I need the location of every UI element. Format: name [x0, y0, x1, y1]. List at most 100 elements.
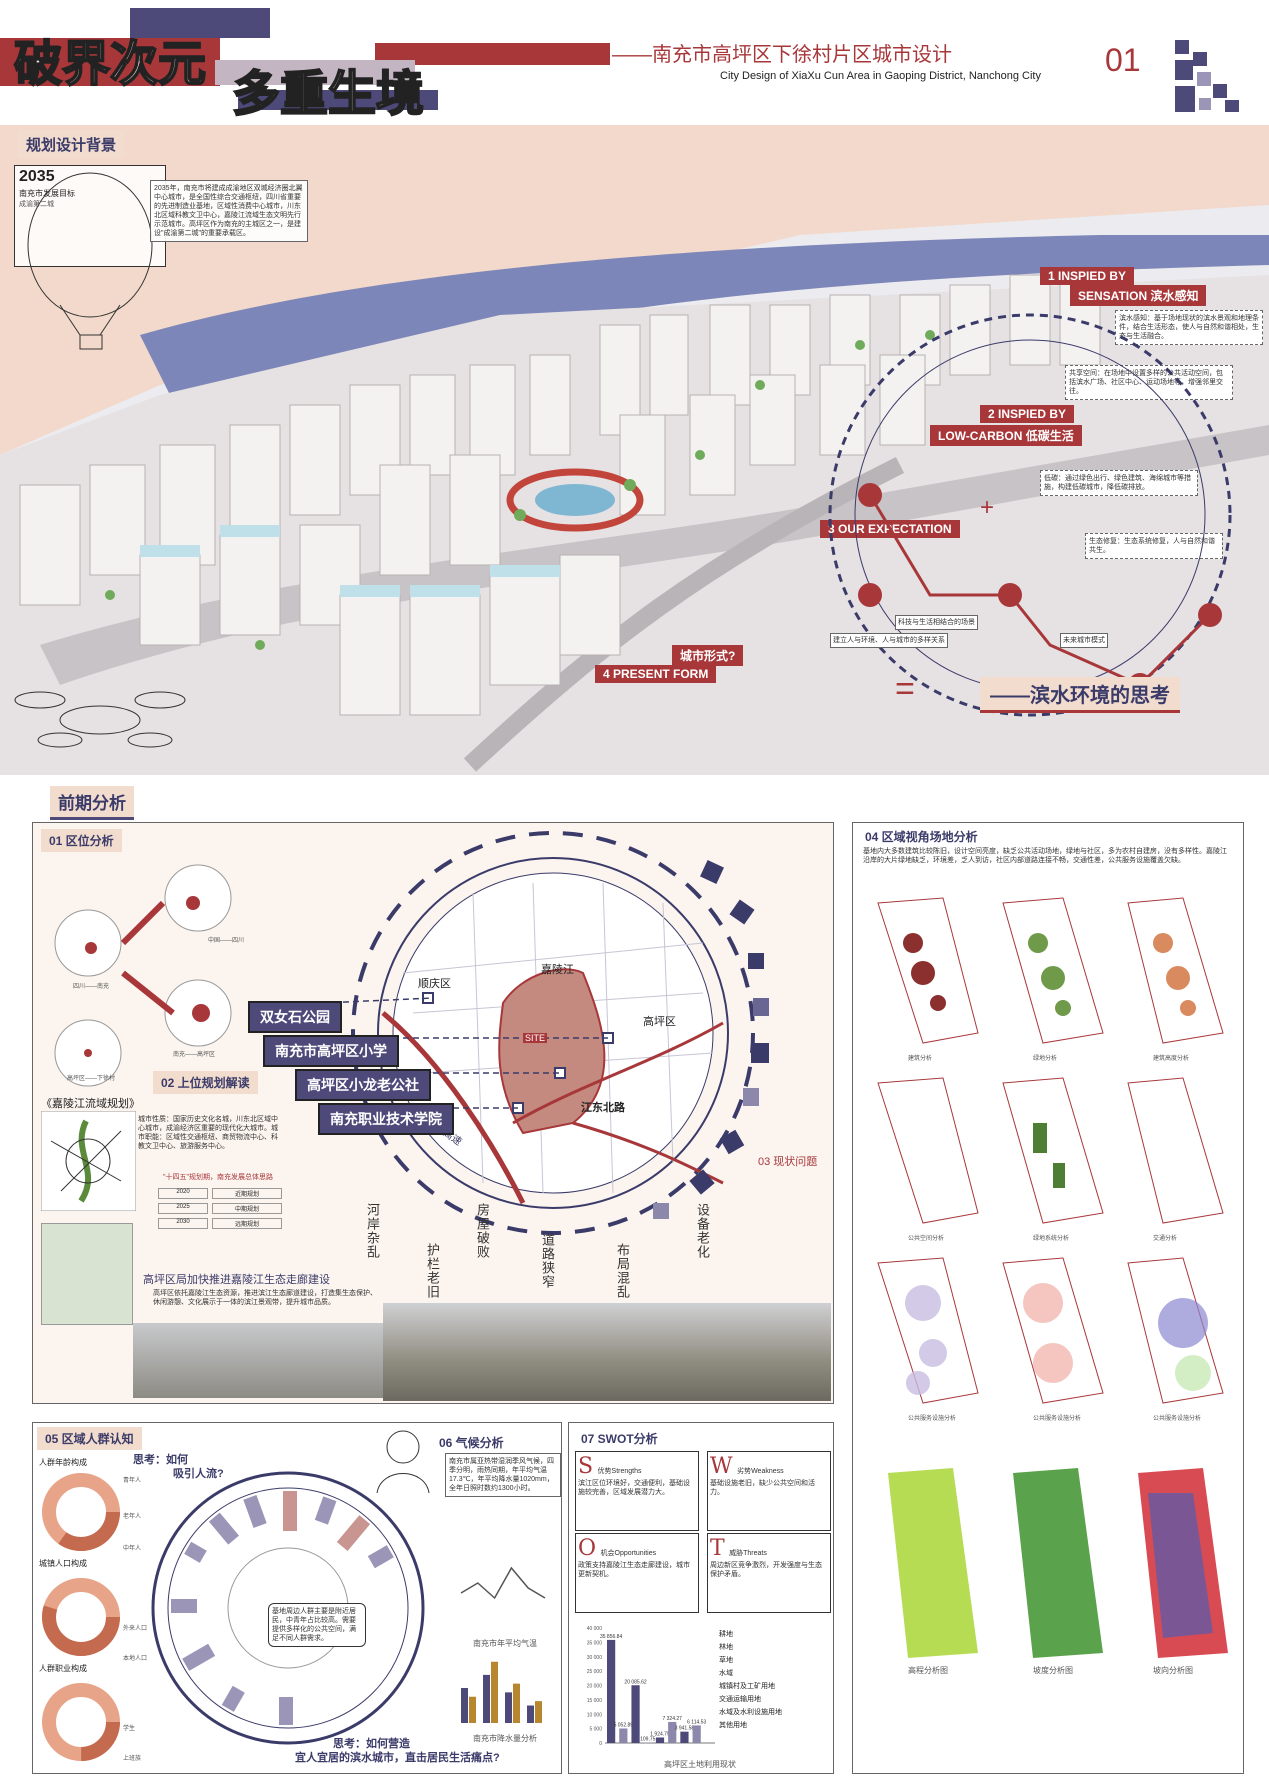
photo-strip-right: [383, 1303, 831, 1401]
rain-bar: [513, 1683, 520, 1723]
subtitle-cn: ——南充市高坪区下徐村片区城市设计: [612, 44, 952, 66]
plan-label: 02 上位规划解读: [153, 1071, 258, 1094]
plan-text: 城市性质：国家历史文化名城，川东北区域中心城市，成渝经济区重要的现代化大城市。城…: [138, 1116, 278, 1150]
analysis-heading: 前期分析: [50, 786, 134, 820]
map-label-gaoping: 高坪区: [643, 1016, 676, 1028]
plan-year-1: 2020: [158, 1188, 208, 1199]
page-number: 01: [1105, 42, 1141, 78]
swot-t-title: 威胁Threats: [729, 1550, 767, 1557]
plan-year-3: 2030: [158, 1218, 208, 1229]
issue-2: 护栏老旧: [425, 1243, 440, 1299]
crowd-tag-5: 本地人口: [123, 1656, 148, 1662]
view-cap-5: 绿地系统分析: [1033, 1236, 1070, 1242]
legend-5: 城镇村及工矿用地: [719, 1683, 775, 1690]
landuse-ytick: 30 000: [587, 1655, 603, 1661]
legend-8: 其他用地: [719, 1722, 747, 1729]
swot-w-letter: W: [710, 1454, 733, 1479]
issue-4: 道路狭窄: [540, 1233, 555, 1289]
crowd-q2b: 宜人宜居的滨水城市，直击居民生活痛点?: [295, 1752, 500, 1764]
balloon-icon: [27, 172, 153, 350]
view-text: 基地内大多数建筑比较陈旧，设计空间亮度，缺乏公共活动场地，绿地与社区，多为农村自…: [863, 848, 1227, 864]
rain-bar: [505, 1692, 512, 1723]
swot-o-text: 政策支持嘉陵江生态走廊建设，城市更新契机。: [578, 1562, 690, 1578]
landuse-bar: [607, 1639, 616, 1743]
subtitle-en: City Design of XiaXu Cun Area in Gaoping…: [720, 70, 1041, 82]
lowcarbon-text: 低碳：通过绿色出行、绿色建筑、海绵城市等措施，构建低碳城市，降低碳排放。: [1040, 470, 1198, 496]
landuse-bar: [680, 1731, 689, 1743]
landuse-ytick: 20 000: [587, 1684, 603, 1690]
climate-text: 南充市属亚热带湿润季风气候，四季分明，雨热同期，年平均气温17.3℃，年平均降水…: [445, 1453, 561, 1497]
view-cap-8: 公共服务设施分析: [1033, 1416, 1082, 1422]
landuse-bar-label: 7 324.27: [662, 1716, 682, 1722]
legend-7: 水域及水利设施用地: [719, 1709, 782, 1716]
view-cap-1: 建筑分析: [908, 1056, 933, 1062]
landuse-ytick: 35 000: [587, 1640, 603, 1646]
crowd-tag-4: 外来人口: [123, 1626, 148, 1632]
temp-line: [460, 1566, 546, 1600]
swot-o-letter: O: [578, 1536, 597, 1561]
crowd-label: 05 区域人群认知: [37, 1427, 142, 1450]
map-label-shunqing: 顺庆区: [418, 978, 451, 990]
swot-s-text: 滨江区位环境好，交通便利，基础设施较完善，区域发展潜力大。: [578, 1480, 690, 1496]
legend-2: 林地: [719, 1644, 733, 1651]
view-maps: [877, 897, 1228, 1658]
issue-3: 房屋破败: [475, 1203, 490, 1259]
analysis-panel: 01 区位分析 中国——四川 四川——南充 南充——高坪区 高坪区——下徐村 0…: [32, 822, 834, 1404]
rain-bar: [491, 1661, 498, 1723]
svg-text:+: +: [980, 494, 994, 521]
corridor-title: 高坪区局加快推进嘉陵江生态走廊建设: [143, 1274, 330, 1286]
loc-cap-4: 高坪区——下徐村: [67, 1076, 116, 1082]
inspired1-text: 滨水感知：基于场地现状的滨水景观和地理条件，结合生活形态，使人与自然和谐相处，生…: [1115, 310, 1263, 345]
header-band-navy: [130, 8, 270, 38]
landuse-bar-label: 5 052.89: [614, 1722, 634, 1728]
rain-bar: [469, 1696, 476, 1723]
legend-4: 水域: [719, 1670, 733, 1677]
climate-label: 06 气候分析: [431, 1431, 512, 1454]
plan-years: 2020 近期规划 2025 中期规划 2030 远期规划: [158, 1188, 288, 1229]
header-band-left: [0, 38, 220, 86]
landuse-ytick: 25 000: [587, 1669, 603, 1675]
equals: =: [895, 670, 915, 708]
legend-1: 耕地: [719, 1631, 733, 1638]
bg-label: 规划设计背景: [18, 131, 125, 158]
corridor-map: [41, 1223, 133, 1325]
landuse-bar: [631, 1685, 640, 1743]
aerial-panel: 规划设计背景 2035 南充市发展目标 成渝第二城 2035年，南充市将建成成渝…: [0, 125, 1269, 775]
poi-2: 南充市高坪区小学: [263, 1035, 399, 1067]
view-cap-11: 坡度分析图: [1033, 1666, 1073, 1675]
landuse-bar-label: 1 924.75: [650, 1731, 670, 1737]
view-cap-4: 公共空间分析: [908, 1236, 945, 1242]
crowd-bubble: 基地周边人群主要是附近居民，中青年占比较高。需要提供多样化的公共空间，满足不同人…: [268, 1603, 366, 1647]
swot-panel: 07 SWOT分析 S 优势Strengths 滨江区位环境好，交通便利，基础设…: [568, 1422, 834, 1774]
plan-year-2: 2025: [158, 1203, 208, 1214]
inspired2-title: LOW-CARBON 低碳生活: [930, 425, 1082, 446]
view-cap-3: 建筑高度分析: [1153, 1056, 1190, 1062]
view-cap-7: 公共服务设施分析: [908, 1416, 957, 1422]
think-label: ——滨水环境的思考: [980, 677, 1180, 713]
landuse-bar: [619, 1728, 628, 1743]
crowd-tag-3: 中年人: [123, 1546, 142, 1552]
landuse-ytick: 5 000: [589, 1727, 602, 1733]
legend-6: 交通运输用地: [719, 1696, 761, 1703]
rain-bar: [535, 1701, 542, 1723]
form-question: 城市形式?: [672, 645, 744, 666]
location-maps: [54, 864, 232, 1087]
logo-icon: [1175, 40, 1239, 112]
swot-label: 07 SWOT分析: [573, 1427, 666, 1450]
view-cap-10: 高程分析图: [908, 1666, 948, 1675]
crowd-row-3: 人群职业构成: [39, 1664, 87, 1673]
crowd-row-1: 人群年龄构成: [39, 1458, 87, 1467]
crowd-donuts: [42, 1473, 120, 1761]
person-icon: [376, 1430, 430, 1493]
plan-map: [41, 1111, 136, 1211]
loc-cap-1: 中国——四川: [208, 938, 245, 944]
rain-bar: [483, 1674, 490, 1723]
issue-1: 河岸杂乱: [365, 1203, 380, 1259]
inspired2-text: 共享空间：在场地中设置多样的公共活动空间，包括滨水广场、社区中心、运动场地等，增…: [1065, 365, 1233, 400]
view-panel: 04 区域视角场地分析 基地内大多数建筑比较陈旧，设计空间亮度，缺乏公共活动场地…: [852, 822, 1244, 1774]
goal-text: 成渝第二城: [19, 201, 54, 208]
crowd-radial: [151, 1471, 425, 1745]
crowd-tag-1: 青年人: [123, 1478, 142, 1484]
plan-year-1-desc: 近期规划: [212, 1188, 282, 1199]
